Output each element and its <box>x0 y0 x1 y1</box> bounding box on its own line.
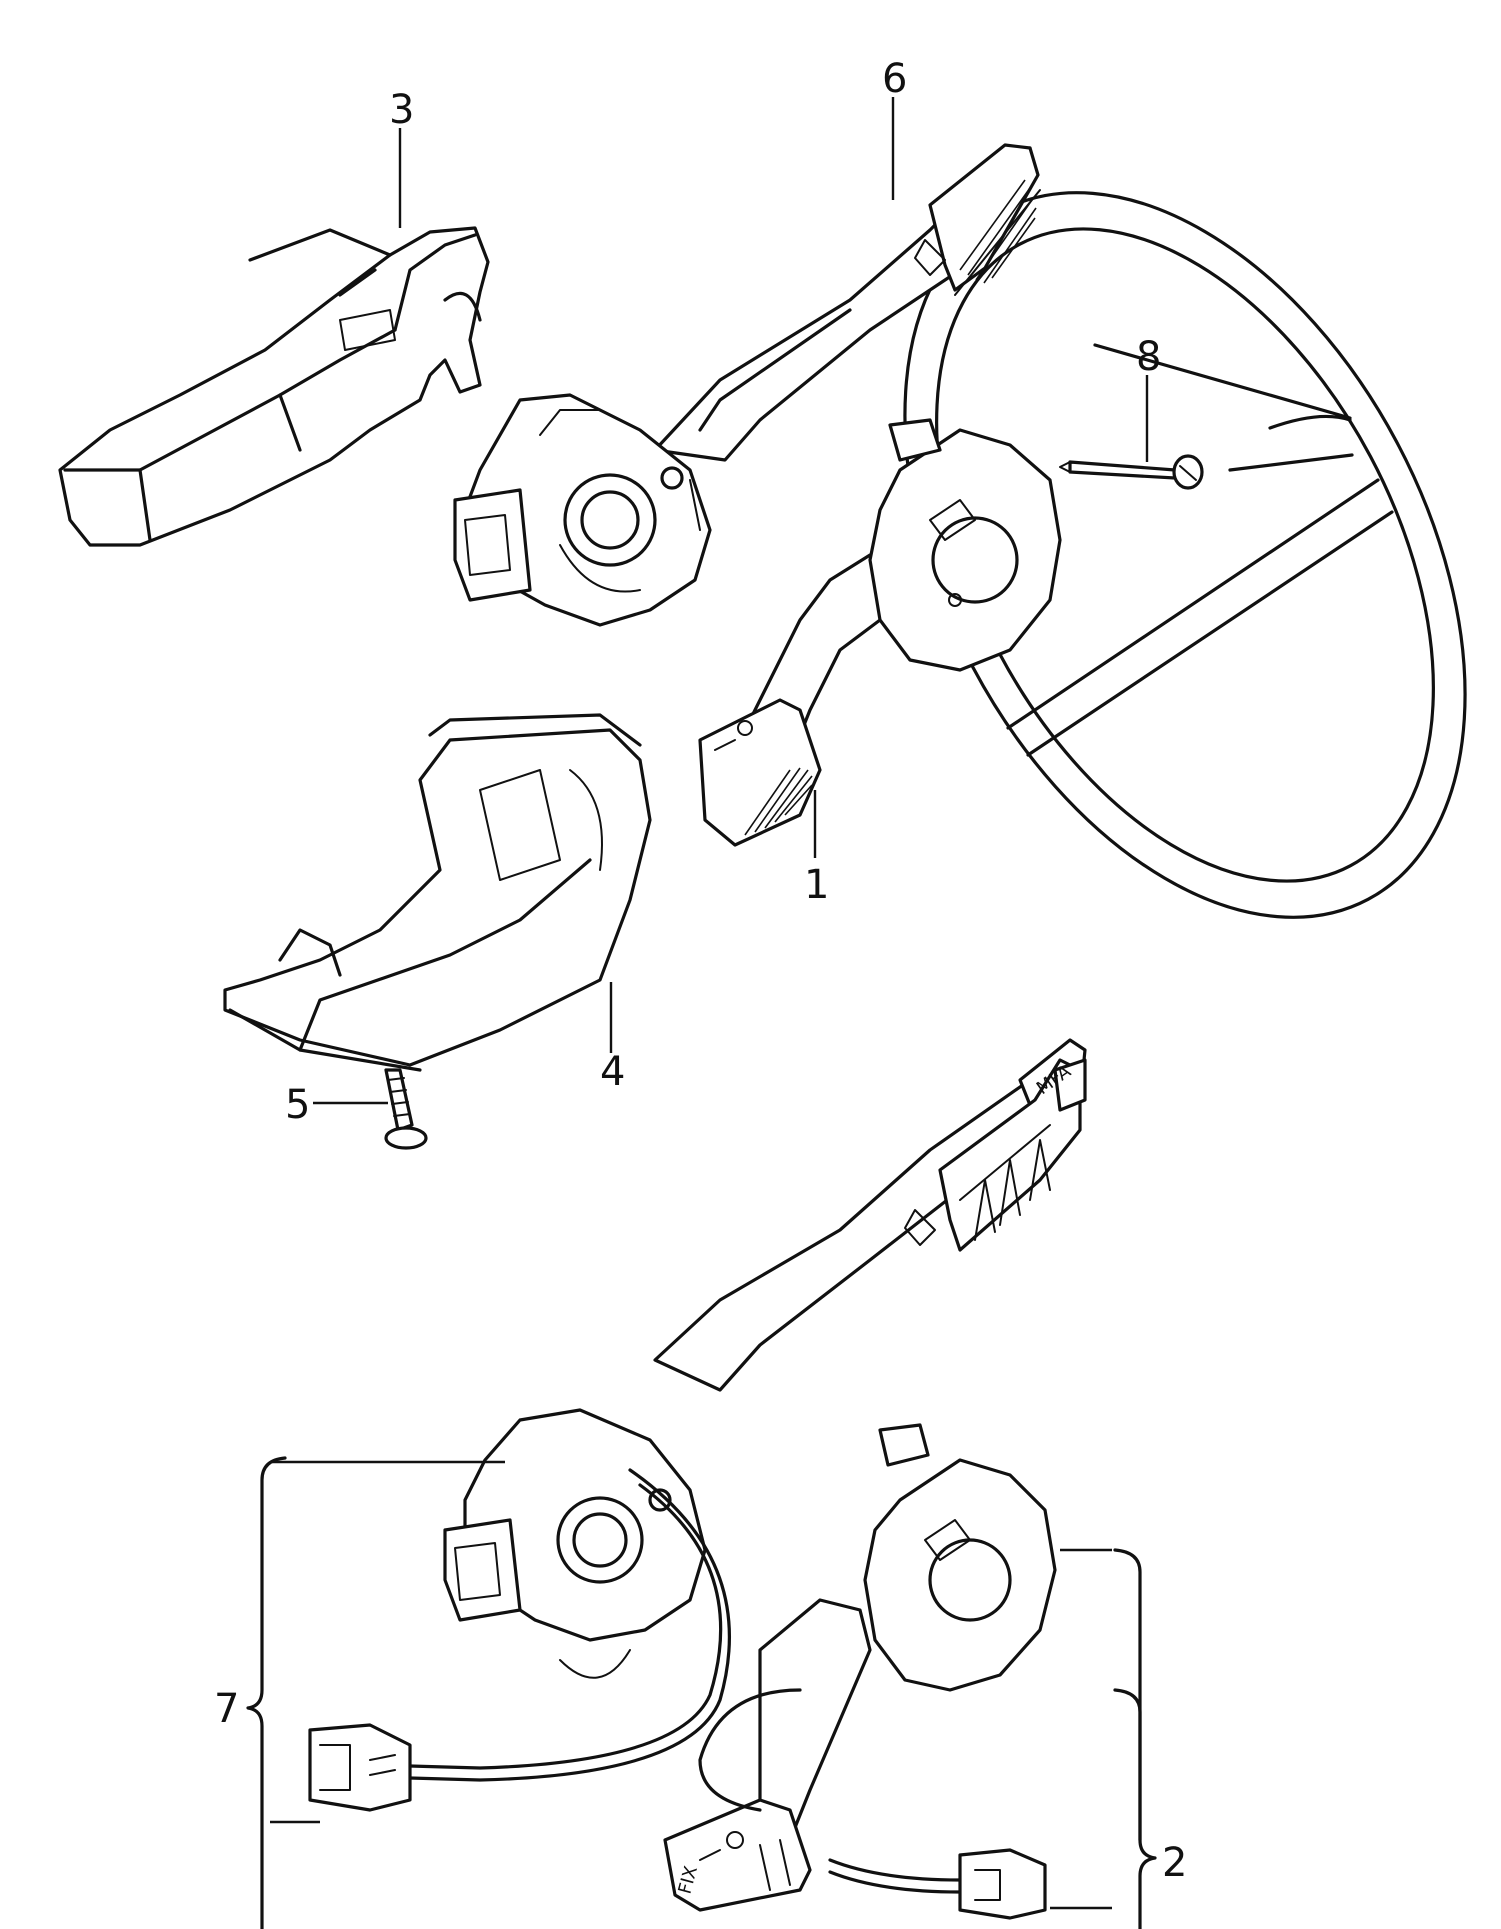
bracket-2 <box>1050 1548 1157 1929</box>
wiring-harness-7 <box>308 1468 732 1812</box>
callout-3: 3 <box>389 87 414 133</box>
lever-end-hatching <box>959 179 1037 284</box>
upper-steering-column-shroud <box>58 226 490 547</box>
turn-signal-lever <box>698 553 907 847</box>
lever-end-hatching <box>744 767 813 836</box>
leader-lines <box>313 97 1149 1105</box>
callout-7: 7 <box>214 1686 239 1732</box>
bracket-7 <box>246 1456 505 1929</box>
wiring-harness-2 <box>698 1688 1047 1920</box>
wiper-switch-body-lower <box>443 1408 707 1679</box>
wiper-switch-lever <box>653 143 1041 462</box>
callout-1: 1 <box>804 862 829 908</box>
light-switch-assembly: FIX <box>663 1423 1057 1912</box>
lower-steering-column-shroud <box>223 713 652 1072</box>
callout-5: 5 <box>285 1082 310 1128</box>
callout-4: 4 <box>600 1049 625 1095</box>
callout-8: 8 <box>1136 334 1161 380</box>
pin <box>1059 454 1204 490</box>
screw <box>384 1068 428 1150</box>
clock-spring-ring <box>868 418 1062 672</box>
callout-2: 2 <box>1162 1840 1187 1886</box>
turn-signal-switch-body <box>453 393 712 627</box>
callout-6: 6 <box>882 56 907 102</box>
callout-labels: 3 6 8 1 4 5 7 2 <box>214 56 1187 1886</box>
wiper-switch-assembly: MFA <box>653 1038 1087 1392</box>
